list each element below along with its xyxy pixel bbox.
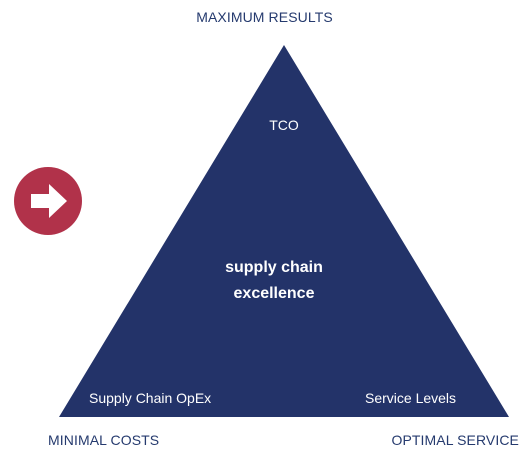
top-corner-label: MAXIMUM RESULTS <box>196 9 333 25</box>
center-label-line2: excellence <box>233 285 315 302</box>
arrow-right-icon <box>31 184 67 218</box>
base-left-label: Supply Chain OpEx <box>89 390 212 406</box>
bottom-left-corner-label: MINIMAL COSTS <box>48 432 160 448</box>
apex-label: TCO <box>269 117 299 133</box>
center-label: supply chain excellence <box>0 255 529 307</box>
arrow-button[interactable] <box>14 167 82 235</box>
center-label-line1: supply chain <box>225 259 323 276</box>
bottom-right-corner-label: OPTIMAL SERVICE <box>391 432 519 448</box>
base-right-label: Service Levels <box>365 390 457 406</box>
